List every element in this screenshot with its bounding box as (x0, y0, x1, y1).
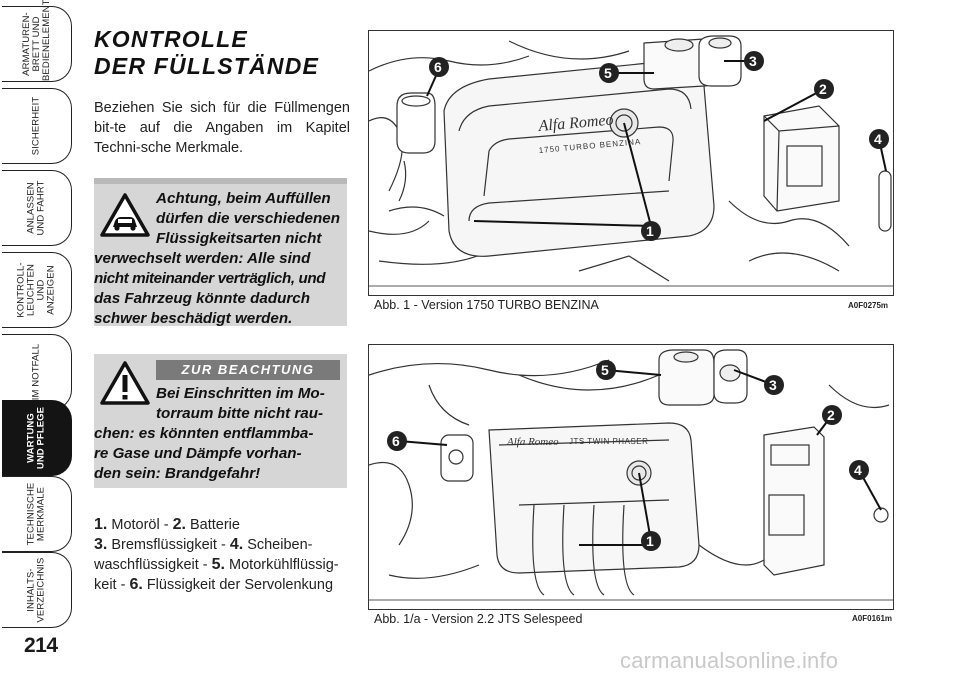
callout-6: 6 (387, 431, 407, 451)
tab-armaturenbrett[interactable]: ARMATUREN- BRETT UND BEDIENELEMENTE (2, 0, 72, 82)
tab-inhaltsverzeichnis[interactable]: INHALTS- VERZEICHNIS (2, 552, 72, 628)
figure2-code: A0F0161m (852, 614, 893, 623)
cover-model-text: JTS TWIN PHASER (569, 437, 648, 446)
figure1-code: A0F0275m (848, 301, 889, 310)
callout-6: 6 (429, 57, 449, 77)
chapter-tabs: ARMATUREN- BRETT UND BEDIENELEMENTE SICH… (0, 0, 80, 677)
warning-text: Achtung, beim Auffüllen dürfen die versc… (94, 190, 340, 327)
tab-anlassen[interactable]: ANLASSEN UND FAHRT (2, 170, 72, 246)
svg-text:5: 5 (604, 65, 612, 81)
figure1-callouts: 1 2 3 4 5 6 (429, 51, 889, 241)
svg-text:2: 2 (819, 81, 827, 97)
tab-im-notfall[interactable]: IM NOTFALL (2, 334, 72, 410)
watermark: carmanualsonline.info (620, 648, 839, 673)
callout-5: 5 (596, 360, 616, 380)
svg-text:3: 3 (769, 377, 777, 393)
svg-text:6: 6 (392, 433, 400, 449)
figure1-caption: Abb. 1 - Version 1750 TURBO BENZINA (374, 298, 599, 312)
tab-wartung[interactable]: WARTUNG UND PFLEGE (2, 400, 72, 476)
engine-illustration: Alfa Romeo JTS TWIN PHASER 1 2 3 4 5 6 (369, 349, 893, 601)
note-label: ZUR BEACHTUNG (156, 360, 340, 380)
svg-text:4: 4 (854, 462, 862, 478)
svg-text:5: 5 (601, 362, 609, 378)
tab-sicherheit[interactable]: SICHERHEIT (2, 88, 72, 164)
svg-text:3: 3 (749, 53, 757, 69)
engine-bay-figure-jts: Alfa Romeo JTS TWIN PHASER 1 2 3 4 5 6 (368, 344, 894, 610)
engine-illustration: Alfa Romeo 1750 TURBO BENZINA 1 2 3 4 5 … (369, 35, 893, 287)
warning-box: Achtung, beim Auffüllen dürfen die versc… (94, 178, 347, 327)
callout-2: 2 (822, 405, 842, 425)
figure2-caption: Abb. 1/a - Version 2.2 JTS Selespeed (374, 612, 583, 626)
cover-brand-text: Alfa Romeo (506, 436, 559, 448)
intro-paragraph: Beziehen Sie sich für die Füllmengen bit… (94, 100, 350, 156)
tab-kontrollleuchten[interactable]: KONTROLL- LEUCHTEN UND ANZEIGEN (2, 252, 72, 328)
svg-text:1: 1 (646, 533, 654, 549)
callout-4: 4 (849, 460, 869, 480)
callout-3: 3 (764, 375, 784, 395)
figure-legend: 1. Motoröl - 2. Batterie 3. Bremsflüssig… (94, 516, 339, 593)
car-warning-icon (100, 193, 150, 237)
callout-1: 1 (641, 221, 661, 241)
page-number: 214 (24, 634, 58, 657)
callout-1: 1 (641, 531, 661, 551)
note-box: ZUR BEACHTUNG Bei Einschritten im Mo- to… (94, 354, 347, 488)
callout-3: 3 (744, 51, 764, 71)
engine-bay-figure-1750: Alfa Romeo 1750 TURBO BENZINA 1 2 3 4 5 … (368, 30, 894, 296)
svg-text:2: 2 (827, 407, 835, 423)
page-title: KONTROLLE DER FÜLLSTÄNDE (94, 26, 320, 79)
callout-4: 4 (869, 129, 889, 149)
cover-brand-text: Alfa Romeo (537, 112, 614, 136)
svg-text:6: 6 (434, 59, 442, 75)
svg-text:1: 1 (646, 223, 654, 239)
svg-text:4: 4 (874, 131, 882, 147)
figure2-callouts: 1 2 3 4 5 6 (387, 360, 869, 551)
note-text: Bei Einschritten im Mo- torraum bitte ni… (94, 385, 325, 482)
callout-2: 2 (814, 79, 834, 99)
tab-technische-merkmale[interactable]: TECHNISCHE MERKMALE (2, 476, 72, 552)
exclamation-warning-icon (100, 361, 150, 405)
callout-5: 5 (599, 63, 619, 83)
